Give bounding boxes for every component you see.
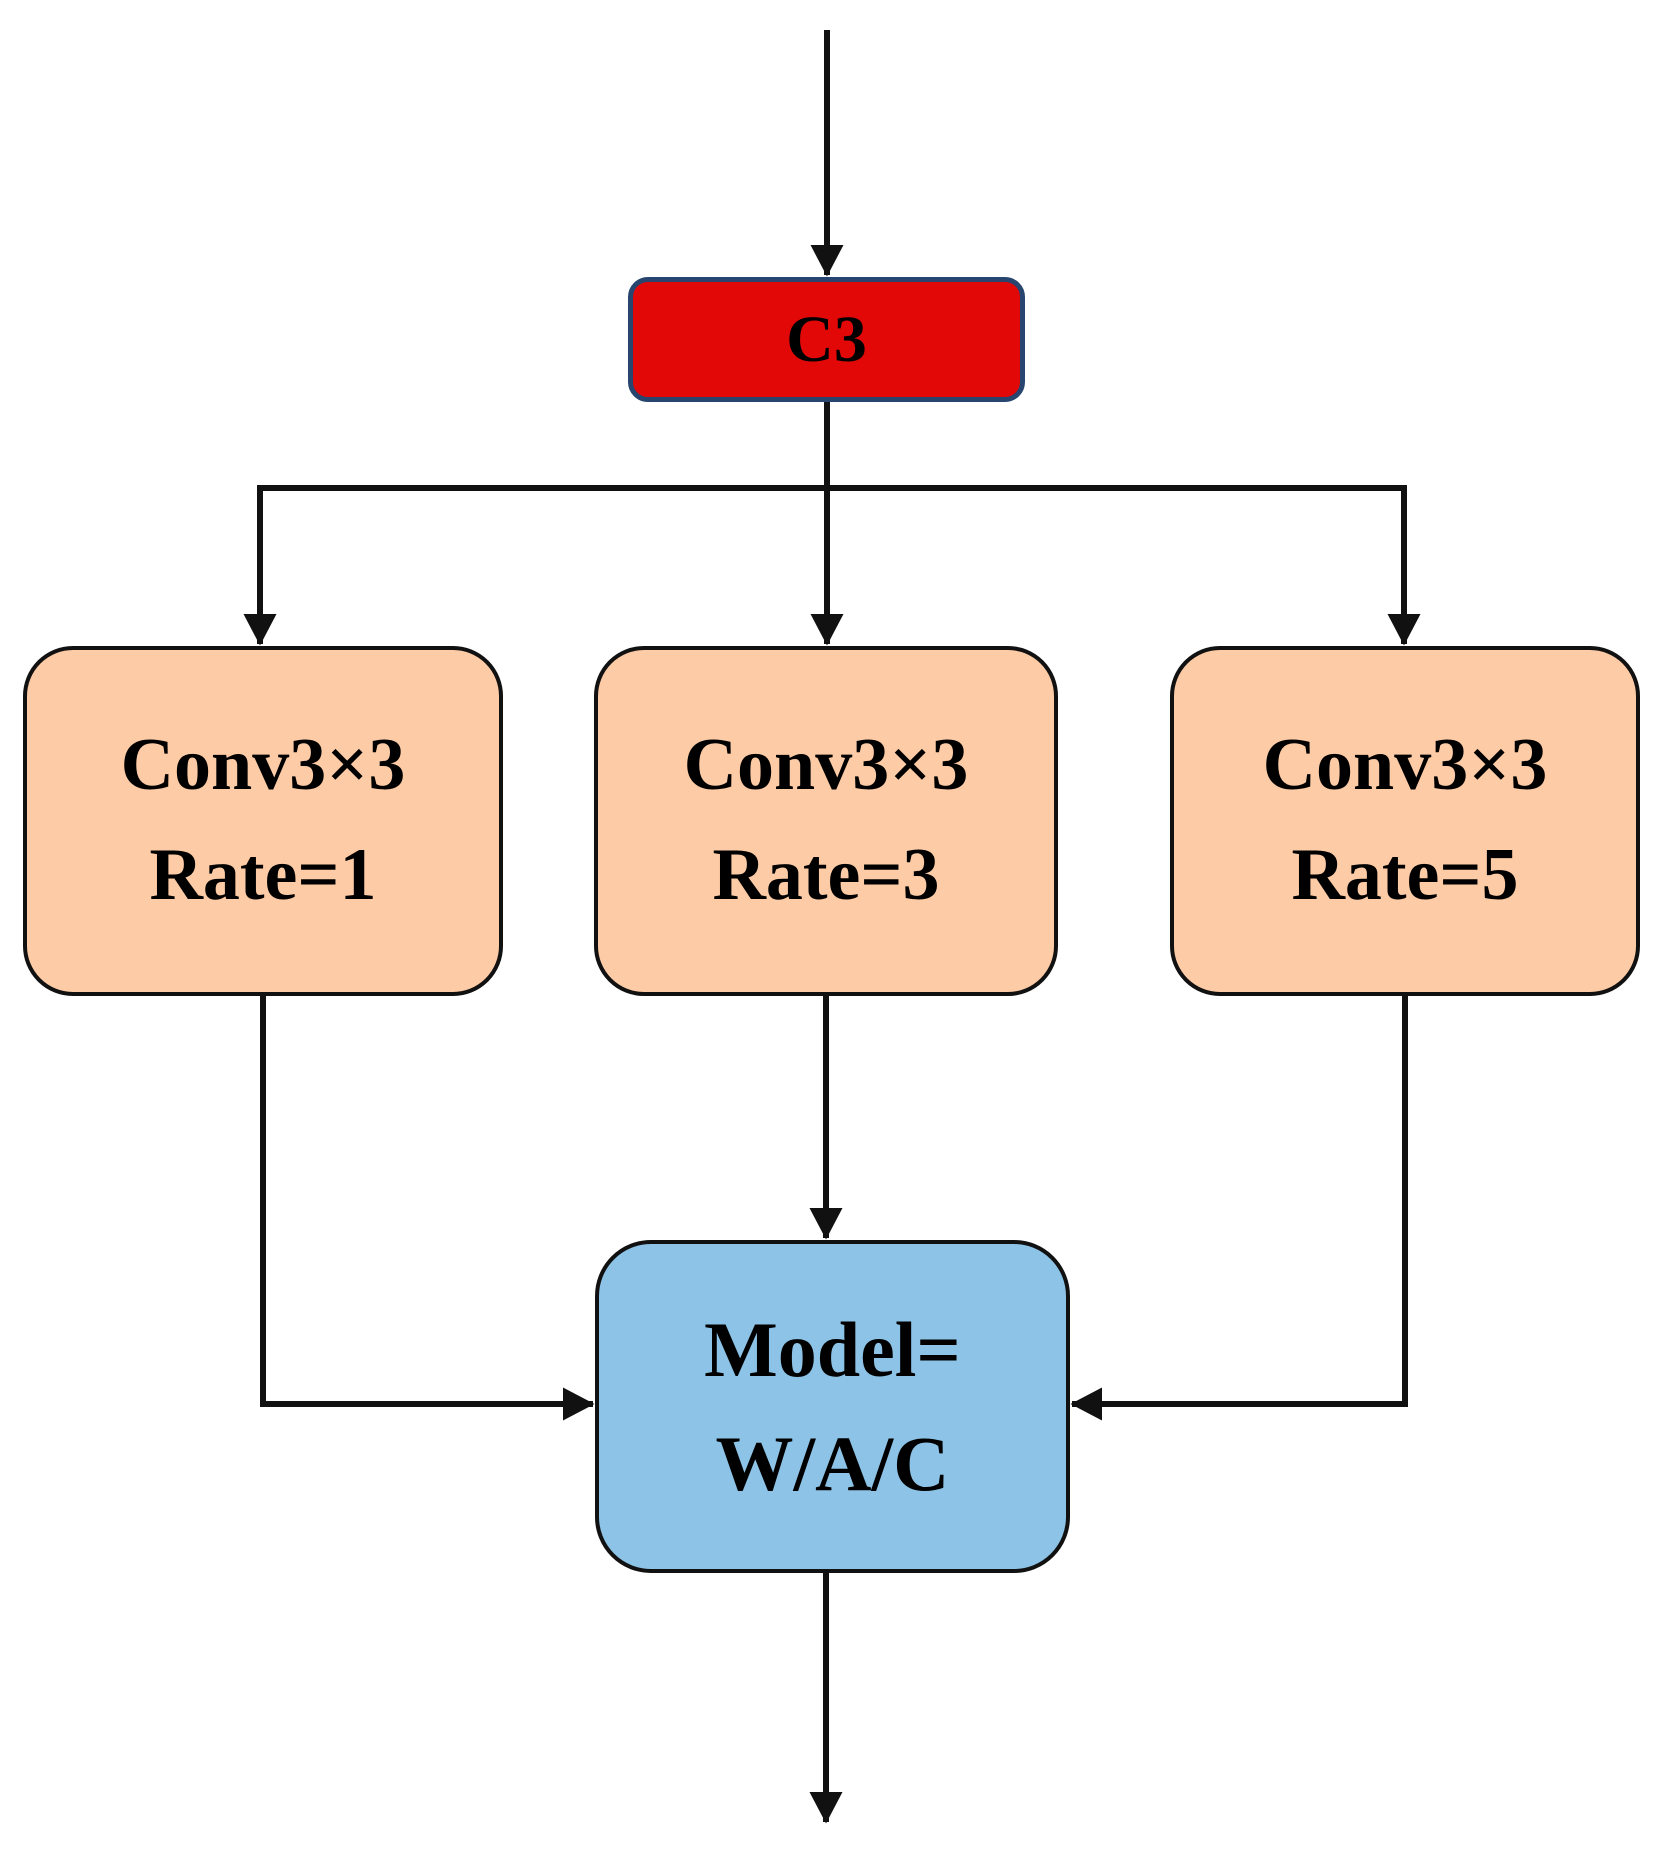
node-conv-rate3-line2: Rate=3 <box>712 834 940 916</box>
node-conv-rate1: Conv3×3 Rate=1 <box>23 646 503 996</box>
node-conv-rate5-line2: Rate=5 <box>1291 834 1519 916</box>
node-conv-rate1-line1: Conv3×3 <box>120 724 406 807</box>
node-conv-rate5: Conv3×3 Rate=5 <box>1170 646 1640 996</box>
node-conv-rate3-line1: Conv3×3 <box>683 724 969 807</box>
node-c3-label: C3 <box>786 302 867 376</box>
node-model-wac: Model= W/A/C <box>595 1240 1070 1573</box>
node-model-wac-line1: Model= <box>704 1306 961 1394</box>
node-c3: C3 <box>628 277 1025 402</box>
arrow-conv1-to-merge <box>260 996 595 1421</box>
node-model-wac-line2: W/A/C <box>715 1419 950 1507</box>
arrow-conv3-to-merge <box>1070 996 1408 1421</box>
node-conv-rate1-line2: Rate=1 <box>149 834 377 916</box>
node-conv-rate5-line1: Conv3×3 <box>1262 724 1548 807</box>
node-conv-rate3: Conv3×3 Rate=3 <box>594 646 1058 996</box>
